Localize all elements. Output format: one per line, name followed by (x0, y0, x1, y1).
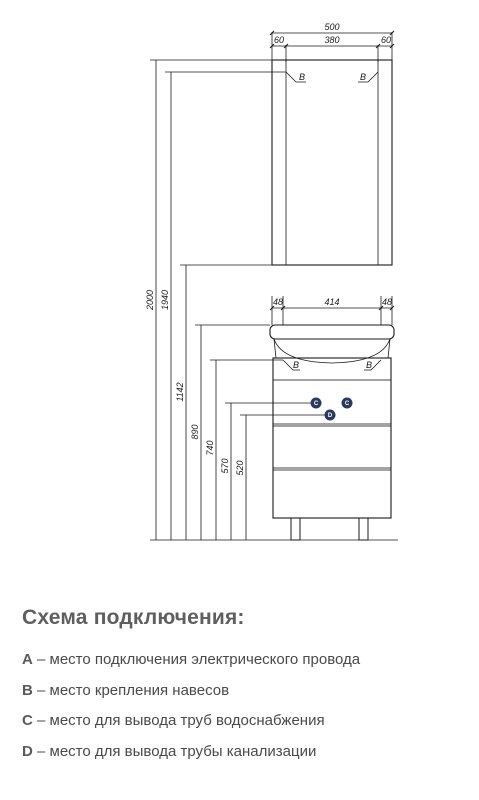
basin-side-left (273, 338, 277, 359)
pipe-markers: C C D (310, 397, 353, 421)
dim-mid-middle: 414 (324, 297, 339, 307)
legend-letter: A (22, 651, 33, 668)
hinge-mark-b-1: B (299, 72, 305, 82)
dim-total-width: 500 (324, 22, 339, 32)
height-520: 520 (235, 460, 245, 475)
water-pipe-right-label: C (345, 401, 350, 407)
vanity-drawer-1 (272, 425, 392, 469)
hinge-callout-right (358, 71, 379, 83)
legend-letter: B (22, 681, 33, 699)
drain-pipe-label: D (328, 413, 333, 419)
legend-text: – место подключения электрического прово… (32, 651, 361, 668)
dim-top-middle: 380 (324, 35, 339, 45)
legend-text: – место для вывода труб водоснабжения (32, 712, 325, 729)
legend-text: – место крепления навесов (32, 681, 230, 699)
height-1142: 1142 (175, 382, 185, 401)
water-pipe-right (341, 397, 353, 409)
hinge-mark-b-3: B (293, 360, 299, 370)
washbasin-top (269, 324, 395, 340)
legend-title: Схема подключения: (22, 606, 245, 629)
dim-top-left: 60 (274, 35, 284, 45)
hinge-callout-left (285, 71, 306, 83)
vanity-drawer-2 (272, 469, 392, 519)
dim-mid-left: 48 (273, 297, 283, 307)
legend-text: – место для вывода трубы канализации (32, 742, 317, 760)
legend-item-c: C – место для вывода труб водоснабжения (22, 711, 472, 742)
cabinet-drawing: C C D 500 60 380 60 48 414 48 B B B B 20… (145, 22, 398, 541)
height-740: 740 (205, 440, 215, 455)
vanity-body (272, 357, 392, 519)
legend-letter: C (22, 712, 33, 729)
washbasin-bowl (273, 338, 391, 364)
hinge-callout-basin-right (364, 359, 382, 371)
water-pipe-left (310, 397, 322, 409)
water-pipe-left-label: C (314, 401, 319, 407)
hinge-mark-b-4: B (366, 360, 372, 370)
mirror-cabinet (271, 59, 393, 266)
vanity-upper-panel (272, 379, 392, 425)
hinge-mark-b-2: B (360, 72, 366, 82)
dim-mid-right: 48 (382, 297, 392, 307)
vanity-leg-left (290, 517, 301, 541)
height-2000: 2000 (145, 290, 155, 311)
vanity-leg-right (358, 517, 369, 541)
legend-letter: D (22, 742, 33, 760)
connection-legend: Схема подключения: A – место подключения… (22, 606, 472, 772)
dim-top-right: 60 (381, 35, 391, 45)
legend-item-a: A – место подключения электрического про… (22, 650, 472, 681)
legend-item-b: B – место крепления навесов (22, 681, 472, 712)
height-570: 570 (220, 458, 230, 473)
legend-item-d: D – место для вывода трубы канализации (22, 742, 472, 773)
hinge-callout-basin-left (282, 359, 300, 371)
drain-pipe (324, 409, 336, 421)
height-1940: 1940 (160, 290, 170, 310)
height-890: 890 (190, 424, 200, 439)
basin-side-right (387, 338, 391, 359)
